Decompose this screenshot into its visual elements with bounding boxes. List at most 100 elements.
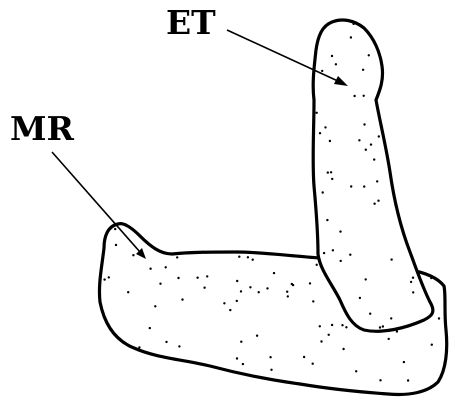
stipple-dot — [178, 345, 180, 347]
label-et: ET — [166, 3, 216, 42]
stipple-dot — [177, 277, 179, 279]
stipple-dot — [236, 280, 238, 282]
stipple-dot — [412, 291, 414, 293]
label-mr: MR — [10, 109, 75, 148]
stipple-dot — [320, 340, 322, 342]
stipple-dot — [242, 363, 244, 365]
stipple-dot — [359, 297, 361, 299]
stipple-dot — [327, 171, 329, 173]
stipple-dot — [328, 334, 330, 336]
stipple-dot — [353, 95, 355, 97]
stipple-dot — [316, 112, 318, 114]
stipple-dot — [303, 356, 305, 358]
et-region — [313, 20, 433, 331]
stipple-dot — [229, 309, 231, 311]
stipple-dot — [319, 325, 321, 327]
stipple-dot — [324, 126, 326, 128]
stipple-dot — [223, 302, 225, 304]
stipple-dot — [316, 264, 318, 266]
stipple-dot — [438, 317, 440, 319]
stipple-dot — [322, 191, 324, 193]
stipple-dot — [270, 369, 272, 371]
stipple-dot — [407, 379, 409, 381]
stipple-dot — [287, 295, 289, 297]
stipple-dot — [358, 139, 360, 141]
stipple-dot — [373, 158, 375, 160]
stipple-dot — [340, 260, 342, 262]
stipple-dot — [363, 185, 365, 187]
stipple-dot — [317, 245, 319, 247]
stipple-dot — [115, 244, 117, 246]
stipple-dot — [339, 230, 341, 232]
stipple-dot — [238, 256, 240, 258]
stipple-dot — [321, 70, 323, 72]
stipple-dot — [362, 69, 364, 71]
stipple-dot — [159, 283, 161, 285]
stipple-dot — [149, 327, 151, 329]
stipple-dot — [258, 291, 260, 293]
stipple-dot — [378, 135, 380, 137]
stipple-dot — [388, 338, 390, 340]
stipple-dot — [342, 348, 344, 350]
stipple-dot — [240, 341, 242, 343]
stipple-dot — [365, 278, 367, 280]
stipple-dot — [247, 256, 249, 258]
stipple-dot — [403, 361, 405, 363]
stipple-dot — [312, 363, 314, 365]
stipple-dot — [350, 185, 352, 187]
stipple-dot — [376, 180, 378, 182]
stipple-dot — [266, 287, 268, 289]
stipple-dot — [335, 63, 337, 65]
stipple-dot — [379, 379, 381, 381]
stipple-dot — [363, 123, 365, 125]
stipple-dot — [319, 132, 321, 134]
stipple-dot — [373, 203, 375, 205]
stipple-dot — [352, 23, 354, 25]
stipple-dot — [341, 324, 343, 326]
stipple-dot — [269, 356, 271, 358]
stipple-dot — [236, 300, 238, 302]
stipple-dot — [431, 344, 433, 346]
stipple-dot — [329, 140, 331, 142]
stipple-dot — [355, 370, 357, 372]
stipple-dot — [332, 249, 334, 251]
stipple-dot — [176, 256, 178, 258]
stipple-dot — [273, 272, 275, 274]
stipple-dot — [440, 282, 442, 284]
stipple-dot — [330, 171, 332, 173]
stipple-dot — [382, 325, 384, 327]
stipple-dot — [132, 254, 134, 256]
stipple-dot — [390, 317, 392, 319]
stipple-dot — [165, 341, 167, 343]
stipple-dot — [326, 219, 328, 221]
stipple-dot — [430, 277, 432, 279]
stipple-dot — [164, 356, 166, 358]
stipple-dot — [331, 324, 333, 326]
stipple-dot — [154, 305, 156, 307]
stipple-dot — [363, 95, 365, 97]
stipple-dot — [377, 200, 379, 202]
stipple-dot — [240, 290, 242, 292]
stipple-dot — [249, 286, 251, 288]
stipple-dot — [127, 291, 129, 293]
stipple-dot — [108, 276, 110, 278]
stipple-dot — [114, 228, 116, 230]
stipple-dot — [349, 254, 351, 256]
stipple-dot — [181, 298, 183, 300]
stipple-dot — [256, 335, 258, 337]
mr-leader — [52, 152, 146, 259]
stipple-dot — [379, 326, 381, 328]
stipple-dot — [309, 282, 311, 284]
stipple-dot — [368, 54, 370, 56]
stipple-dot — [345, 326, 347, 328]
stipple-dot — [138, 346, 140, 348]
stipple-dot — [370, 143, 372, 145]
stipple-dot — [149, 268, 151, 270]
stipple-dot — [165, 266, 167, 268]
stipple-dot — [323, 252, 325, 254]
stipple-dot — [252, 259, 254, 261]
stipple-dot — [365, 149, 367, 151]
stipple-dot — [196, 277, 198, 279]
stipple-dot — [350, 36, 352, 38]
